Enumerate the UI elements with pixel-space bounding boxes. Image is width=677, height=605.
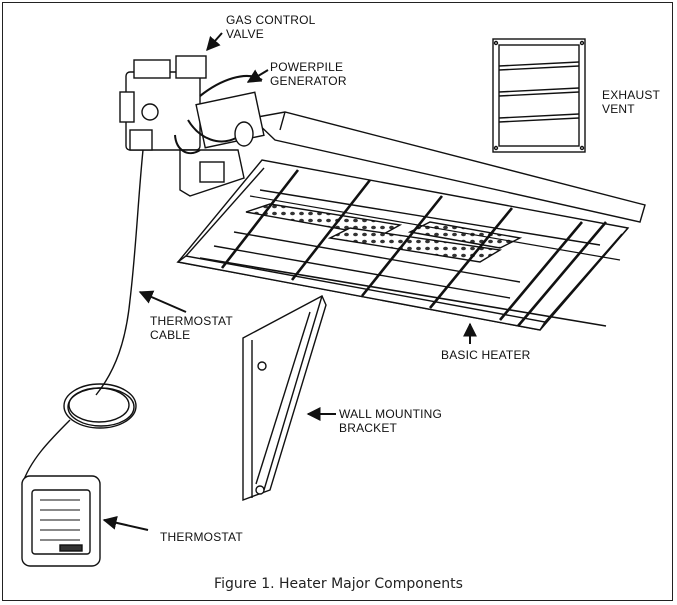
thermostat-illustration [21, 475, 101, 567]
basic-heater-illustration [176, 111, 646, 331]
basic-heater-label: BASIC HEATER [441, 348, 531, 362]
figure-caption: Figure 1. Heater Major Components [214, 576, 463, 592]
wall-mounting-bracket-illustration [242, 295, 327, 502]
leader-arrows [102, 32, 477, 531]
thermostat-label: THERMOSTAT [160, 530, 243, 544]
thermostat-cable-label: THERMOSTAT CABLE [150, 314, 233, 342]
exhaust-vent-illustration [492, 38, 586, 153]
gas-control-valve-label: GAS CONTROL VALVE [226, 13, 316, 41]
wall-mounting-bracket-label: WALL MOUNTING BRACKET [339, 407, 443, 435]
thermostat-cable-illustration [21, 149, 144, 486]
powerpile-generator-label: POWERPILE GENERATOR [270, 60, 347, 88]
gas-control-assembly-illustration [119, 55, 265, 197]
exhaust-vent-label: EXHAUST VENT [602, 88, 661, 116]
